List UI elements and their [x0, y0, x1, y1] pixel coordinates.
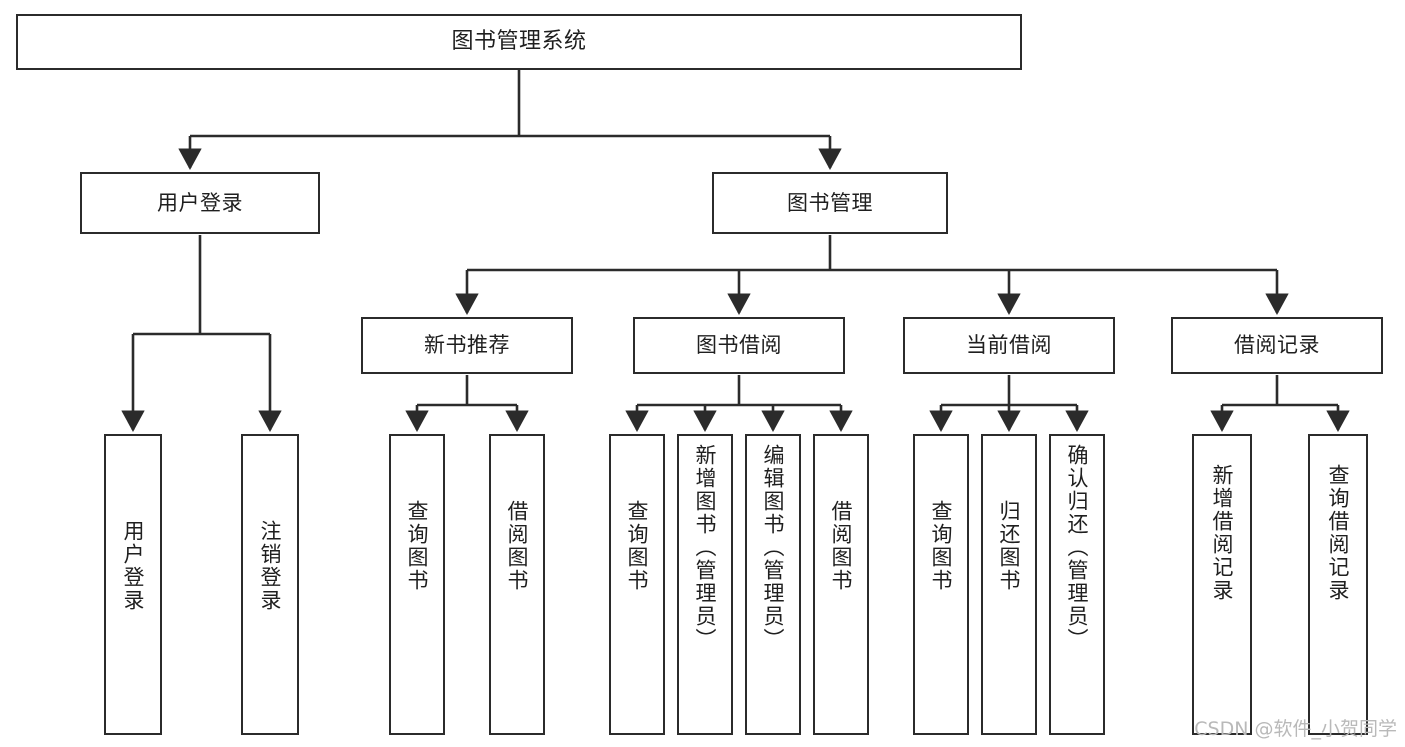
watermark: CSDN @软件_小贺同学 — [1194, 718, 1397, 740]
leaf-user-login-2[interactable]: 注销登录 — [241, 434, 299, 735]
leaf-current-borrow-3[interactable]: 确认归还（管理员） — [1049, 434, 1105, 735]
leaf-new-book-2[interactable]: 借阅图书 — [489, 434, 545, 735]
leaf-book-borrow-2-label: 新增图书（管理员） — [693, 444, 718, 651]
leaf-book-borrow-4-label: 借阅图书 — [829, 500, 854, 592]
node-root[interactable]: 图书管理系统 — [16, 14, 1022, 70]
leaf-user-login-2-label: 注销登录 — [258, 520, 283, 612]
leaf-borrow-record-1-label: 新增借阅记录 — [1210, 464, 1235, 602]
leaf-current-borrow-2-label: 归还图书 — [997, 500, 1022, 592]
leaf-book-borrow-1[interactable]: 查询图书 — [609, 434, 665, 735]
node-user-login-label: 用户登录 — [157, 190, 243, 215]
leaf-book-borrow-2[interactable]: 新增图书（管理员） — [677, 434, 733, 735]
leaf-book-borrow-3[interactable]: 编辑图书（管理员） — [745, 434, 801, 735]
leaf-current-borrow-3-label: 确认归还（管理员） — [1065, 444, 1090, 651]
leaf-borrow-record-2[interactable]: 查询借阅记录 — [1308, 434, 1368, 735]
node-user-login[interactable]: 用户登录 — [80, 172, 320, 234]
leaf-current-borrow-1[interactable]: 查询图书 — [913, 434, 969, 735]
leaf-book-borrow-1-label: 查询图书 — [625, 500, 650, 592]
leaf-new-book-2-label: 借阅图书 — [505, 500, 530, 592]
node-book-borrow[interactable]: 图书借阅 — [633, 317, 845, 374]
node-new-book-recommend[interactable]: 新书推荐 — [361, 317, 573, 374]
node-borrow-record-label: 借阅记录 — [1234, 333, 1320, 358]
node-book-manage-label: 图书管理 — [787, 190, 873, 215]
leaf-current-borrow-2[interactable]: 归还图书 — [981, 434, 1037, 735]
leaf-borrow-record-2-label: 查询借阅记录 — [1326, 464, 1351, 602]
node-current-borrow[interactable]: 当前借阅 — [903, 317, 1115, 374]
node-current-borrow-label: 当前借阅 — [966, 333, 1052, 358]
leaf-current-borrow-1-label: 查询图书 — [929, 500, 954, 592]
leaf-borrow-record-1[interactable]: 新增借阅记录 — [1192, 434, 1252, 735]
node-new-book-recommend-label: 新书推荐 — [424, 333, 510, 358]
leaf-book-borrow-4[interactable]: 借阅图书 — [813, 434, 869, 735]
node-borrow-record[interactable]: 借阅记录 — [1171, 317, 1383, 374]
node-root-label: 图书管理系统 — [451, 29, 587, 55]
node-book-borrow-label: 图书借阅 — [696, 333, 782, 358]
node-book-manage[interactable]: 图书管理 — [712, 172, 948, 234]
leaf-new-book-1[interactable]: 查询图书 — [389, 434, 445, 735]
leaf-new-book-1-label: 查询图书 — [405, 500, 430, 592]
leaf-user-login-1-label: 用户登录 — [121, 520, 146, 612]
leaf-user-login-1[interactable]: 用户登录 — [104, 434, 162, 735]
leaf-book-borrow-3-label: 编辑图书（管理员） — [761, 444, 786, 651]
